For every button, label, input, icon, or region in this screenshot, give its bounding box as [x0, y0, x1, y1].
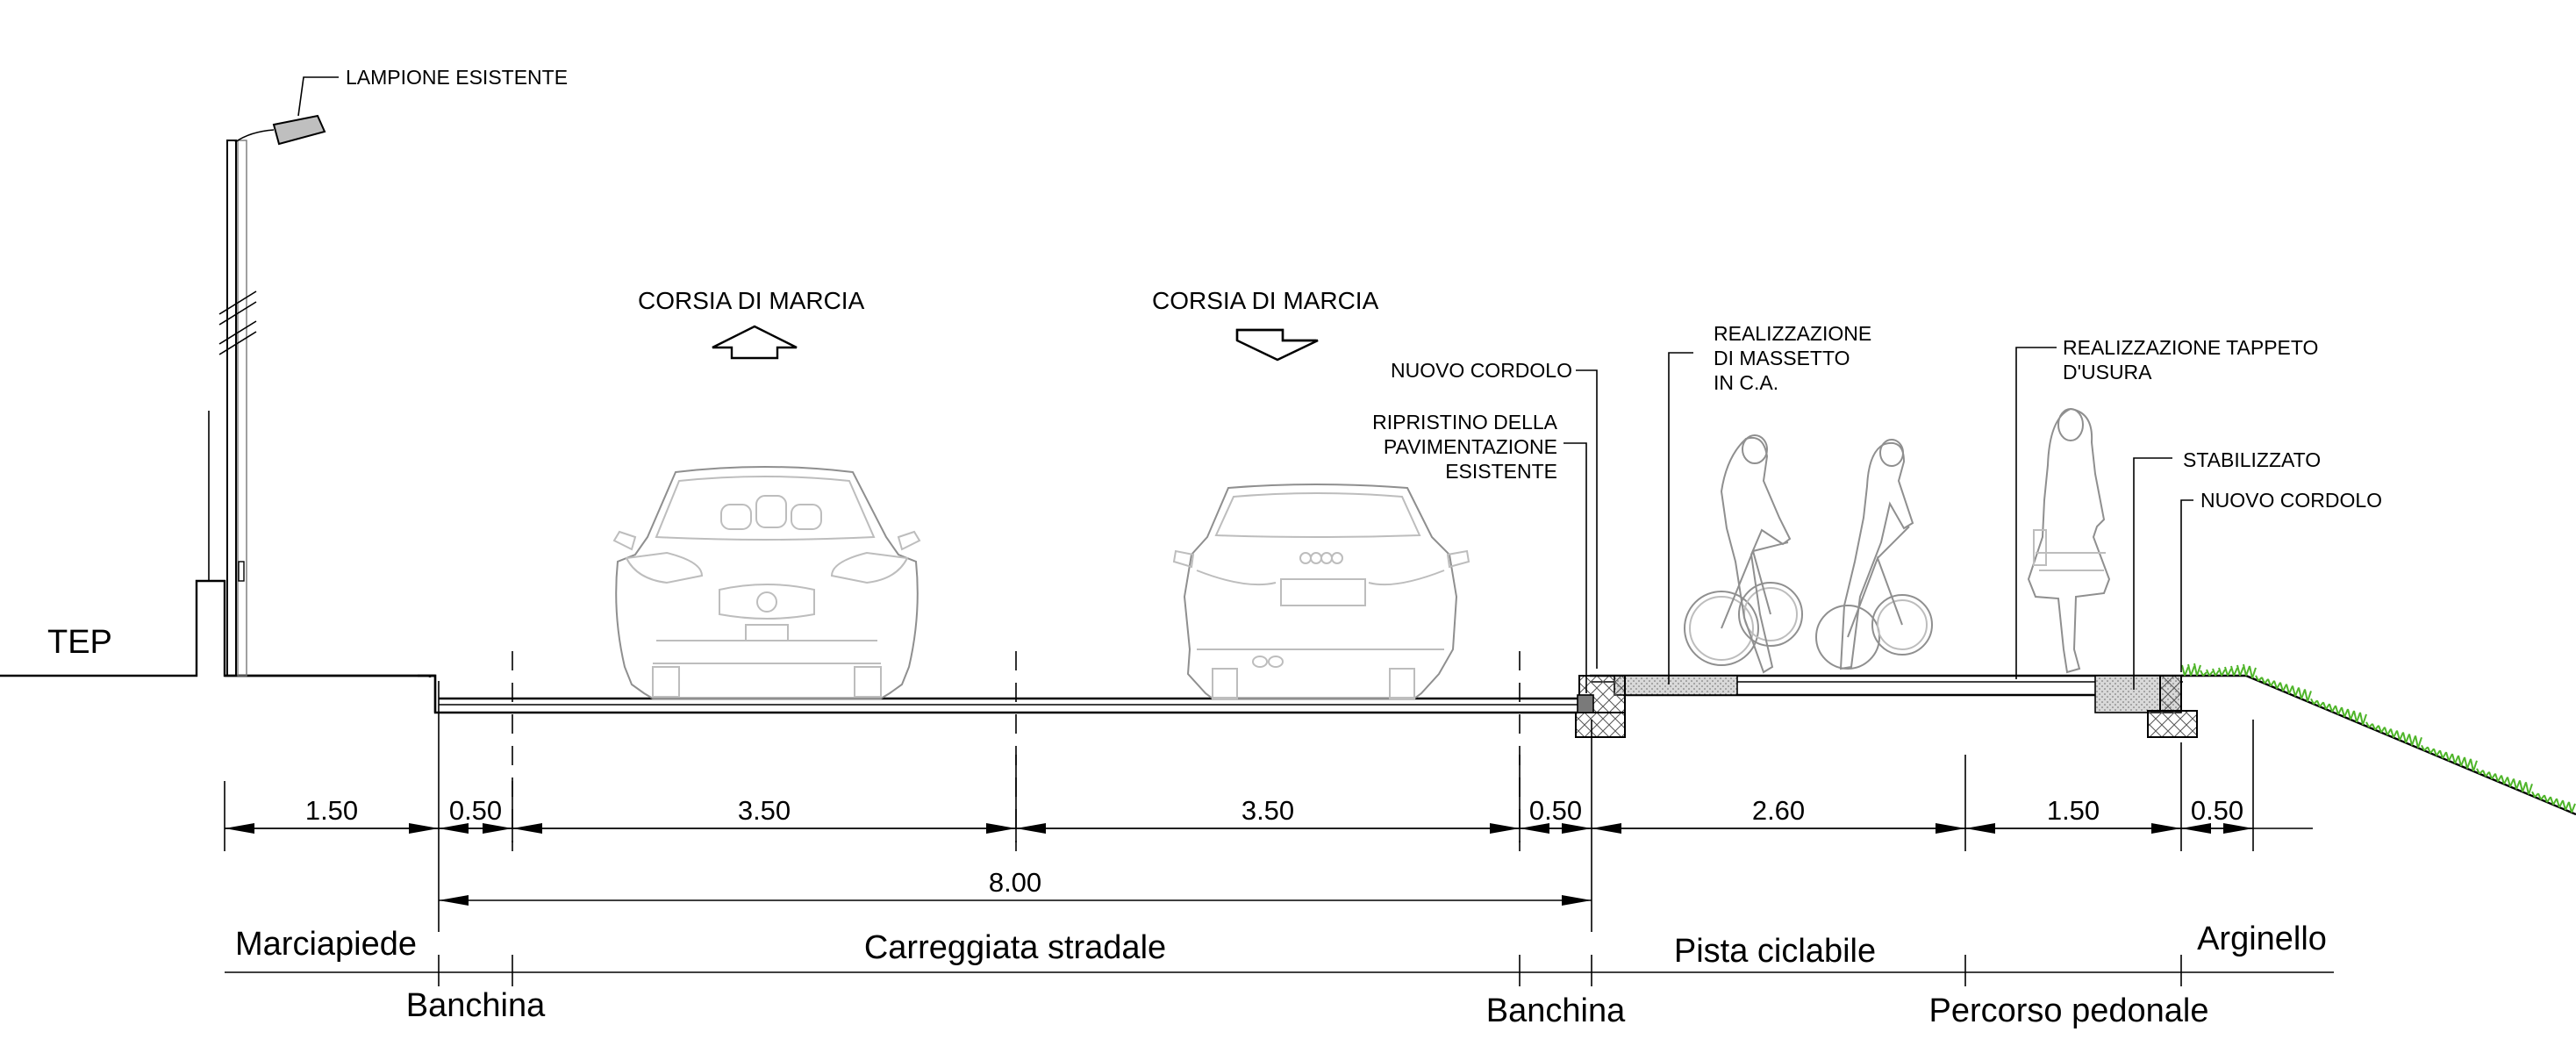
dimension-lines — [224, 681, 2313, 932]
grass-tuft — [2335, 705, 2343, 715]
grass-tuft — [2243, 663, 2250, 677]
grass-tuft — [2408, 734, 2416, 746]
dim-label-3: 3.50 — [738, 795, 791, 826]
zone-percorso-pedonale: Percorso pedonale — [1929, 992, 2209, 1029]
ripristino-line-3: ESISTENTE — [1445, 460, 1557, 483]
tappeto-line-2: D'USURA — [2063, 361, 2152, 383]
corsia-right-label: CORSIA DI MARCIA — [1152, 287, 1379, 314]
zone-banchina-right: Banchina — [1486, 992, 1626, 1029]
grass-tuft — [2236, 664, 2244, 677]
grass-tuft — [2292, 685, 2300, 697]
massetto-line-3: IN C.A. — [1714, 371, 1778, 394]
grass-tuft — [2249, 665, 2257, 679]
grass-tuft — [2470, 758, 2478, 772]
grass-tuft — [2230, 665, 2238, 677]
grass-tuft — [2200, 670, 2207, 677]
dim-label-8: 0.50 — [2191, 795, 2243, 826]
grass-tuft — [2445, 751, 2453, 762]
grass-tuft — [2396, 730, 2404, 741]
grass-tuft — [2458, 755, 2465, 767]
nuovo-cordolo-left-label: NUOVO CORDOLO — [1391, 359, 1572, 382]
grass-tuft — [2359, 712, 2367, 726]
car-front-view — [612, 466, 921, 699]
grass-tuft — [2212, 668, 2220, 677]
grass-tuft — [2286, 684, 2293, 694]
ripristino-line-2: PAVIMENTAZIONE — [1384, 435, 1557, 458]
dim-label-1: 1.50 — [305, 795, 358, 826]
dim-label-6: 2.60 — [1752, 795, 1805, 826]
corsia-left-label: CORSIA DI MARCIA — [638, 287, 865, 314]
grass-embankment — [2181, 663, 2576, 813]
dim-label-7: 1.50 — [2047, 795, 2100, 826]
grass-tuft — [2298, 687, 2306, 699]
cyclist-2 — [1815, 439, 1933, 670]
grass-tuft — [2218, 667, 2226, 677]
lampione-label: LAMPIONE ESISTENTE — [346, 66, 568, 89]
grass-tuft — [2181, 664, 2189, 677]
dim-label-2: 0.50 — [449, 795, 502, 826]
massetto-line-2: DI MASSETTO — [1714, 347, 1850, 369]
grass-tuft — [2206, 669, 2214, 677]
zone-carreggiata: Carreggiata stradale — [864, 929, 1166, 966]
zone-banchina-left: Banchina — [406, 987, 546, 1024]
tappeto-line-1: REALIZZAZIONE TAPPETO — [2063, 336, 2318, 359]
grass-tuft — [2390, 728, 2398, 739]
cyclist-1 — [1684, 434, 1803, 674]
arrow-down-icon — [1235, 328, 1319, 362]
grass-tuft — [2525, 782, 2533, 795]
grass-tuft — [2304, 689, 2312, 702]
grass-tuft — [2415, 735, 2422, 749]
massetto-line-1: REALIZZAZIONE — [1714, 322, 1871, 345]
grass-tuft — [2347, 708, 2355, 720]
dim-label-total: 8.00 — [989, 867, 1041, 898]
arrow-up-icon — [712, 325, 798, 360]
zone-arginello: Arginello — [2197, 921, 2327, 957]
grass-tuft — [2568, 801, 2576, 813]
dim-label-5: 0.50 — [1529, 795, 1582, 826]
pedestrian — [2027, 407, 2111, 674]
grass-tuft — [2507, 777, 2515, 787]
nuovo-cordolo-right-label: NUOVO CORDOLO — [2200, 489, 2382, 512]
grass-tuft — [2193, 663, 2201, 677]
grass-tuft — [2519, 780, 2527, 792]
grass-tuft — [2451, 753, 2459, 764]
stabilizzato-label: STABILIZZATO — [2183, 448, 2321, 471]
leader-lines — [297, 76, 2193, 693]
grass-tuft — [2501, 775, 2508, 785]
ripristino-line-1: RIPRISTINO DELLA — [1372, 411, 1558, 434]
grass-tuft — [2562, 799, 2570, 811]
grass-tuft — [2513, 778, 2521, 790]
zone-pista-ciclabile: Pista ciclabile — [1674, 933, 1876, 970]
grass-tuft — [2353, 710, 2361, 723]
grass-tuft — [2341, 706, 2349, 718]
grass-tuft — [2224, 666, 2232, 677]
car-rear-view — [1172, 484, 1470, 699]
grass-tuft — [2402, 732, 2410, 743]
grass-tuft — [2187, 663, 2195, 677]
zone-baseline — [225, 955, 2334, 986]
grass-tuft — [2279, 682, 2287, 692]
ground-profile — [0, 579, 2576, 816]
street-lamp — [208, 114, 326, 677]
grass-tuft — [2464, 756, 2472, 770]
tep-label: TEP — [47, 624, 112, 661]
dim-label-4: 3.50 — [1241, 795, 1294, 826]
zone-marciapiede: Marciapiede — [235, 926, 417, 963]
grass-tuft — [2556, 798, 2564, 808]
